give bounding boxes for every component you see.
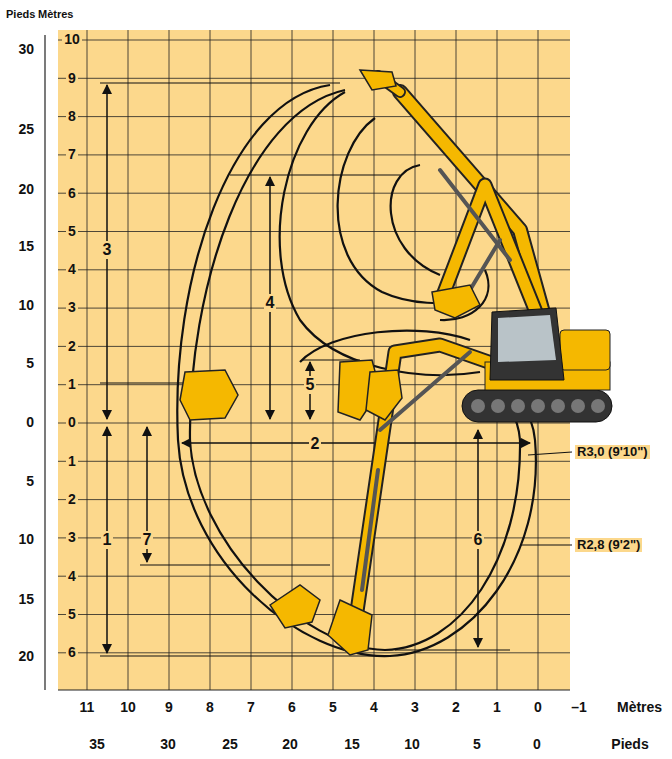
axis-value: 35 xyxy=(87,737,107,752)
grid-ground xyxy=(58,30,570,690)
axis-value: 5 xyxy=(471,737,483,752)
axis-value: 0 xyxy=(531,737,543,752)
callout-number: 7 xyxy=(141,531,154,549)
axis-line xyxy=(44,35,45,690)
axis-value: 5 xyxy=(24,356,36,371)
axis-value: 15 xyxy=(342,737,362,752)
axis-value: 30 xyxy=(16,42,36,57)
axis-value: 6 xyxy=(66,186,78,201)
unit-heading: Pieds xyxy=(4,8,37,20)
callout-number: 1 xyxy=(101,531,114,549)
callout-number: 2 xyxy=(309,435,322,453)
axis-value: 25 xyxy=(16,122,36,137)
axis-value: 0 xyxy=(24,415,36,430)
axis-value: 3 xyxy=(66,300,78,315)
excavator xyxy=(180,70,612,655)
axis-value: 10 xyxy=(118,700,138,715)
axis-value: 4 xyxy=(66,569,78,584)
callout-number: 5 xyxy=(304,376,317,394)
axis-value: 2 xyxy=(66,492,78,507)
axis-value: 15 xyxy=(16,592,36,607)
axis-value: 2 xyxy=(450,700,462,715)
axis-value: 8 xyxy=(204,700,216,715)
axis-value: 0 xyxy=(66,415,78,430)
axis-value: 1 xyxy=(66,377,78,392)
callout-number: 3 xyxy=(101,241,114,259)
axis-value: 7 xyxy=(66,147,78,162)
radius-label: R3,0 (9'10") xyxy=(575,445,650,459)
axis-value: 7 xyxy=(245,700,257,715)
axis-value: 4 xyxy=(368,700,380,715)
reach-envelope xyxy=(177,85,536,656)
axis-value: 10 xyxy=(16,532,36,547)
axis-value: 1 xyxy=(66,454,78,469)
axis-value: –1 xyxy=(569,700,589,715)
callout-number: 4 xyxy=(264,294,277,312)
axis-value: 3 xyxy=(66,530,78,545)
callout-number: 6 xyxy=(472,531,485,549)
unit-heading: Mètres xyxy=(36,8,75,20)
axis-value: 6 xyxy=(66,645,78,660)
axis-value: 25 xyxy=(220,737,240,752)
axis-value: 8 xyxy=(66,109,78,124)
axis-value: 4 xyxy=(66,262,78,277)
axis-unit: Pieds xyxy=(609,737,650,752)
axis-value: 3 xyxy=(409,700,421,715)
axis-unit: Mètres xyxy=(615,700,664,715)
axis-value: 5 xyxy=(327,700,339,715)
reference-line xyxy=(100,83,572,656)
axis-value: 15 xyxy=(16,239,36,254)
axis-value: 6 xyxy=(286,700,298,715)
grid-lines xyxy=(58,30,570,690)
axis-value: 9 xyxy=(163,700,175,715)
axis-value: 10 xyxy=(402,737,422,752)
axis-value: 5 xyxy=(66,607,78,622)
axis-value: 5 xyxy=(66,224,78,239)
axis-value: 30 xyxy=(158,737,178,752)
axis-value: 20 xyxy=(16,649,36,664)
axis-value: 0 xyxy=(532,700,544,715)
axis-value: 20 xyxy=(16,182,36,197)
axis-value: 5 xyxy=(24,474,36,489)
axis-value: 11 xyxy=(78,700,97,715)
axis-value: 1 xyxy=(491,700,503,715)
radius-label: R2,8 (9'2") xyxy=(575,538,642,552)
axis-value: 10 xyxy=(62,32,82,47)
axis-value: 10 xyxy=(16,298,36,313)
axis-line xyxy=(58,689,570,690)
axis-value: 9 xyxy=(66,71,78,86)
axis-value: 20 xyxy=(280,737,300,752)
axis-value: 2 xyxy=(66,339,78,354)
